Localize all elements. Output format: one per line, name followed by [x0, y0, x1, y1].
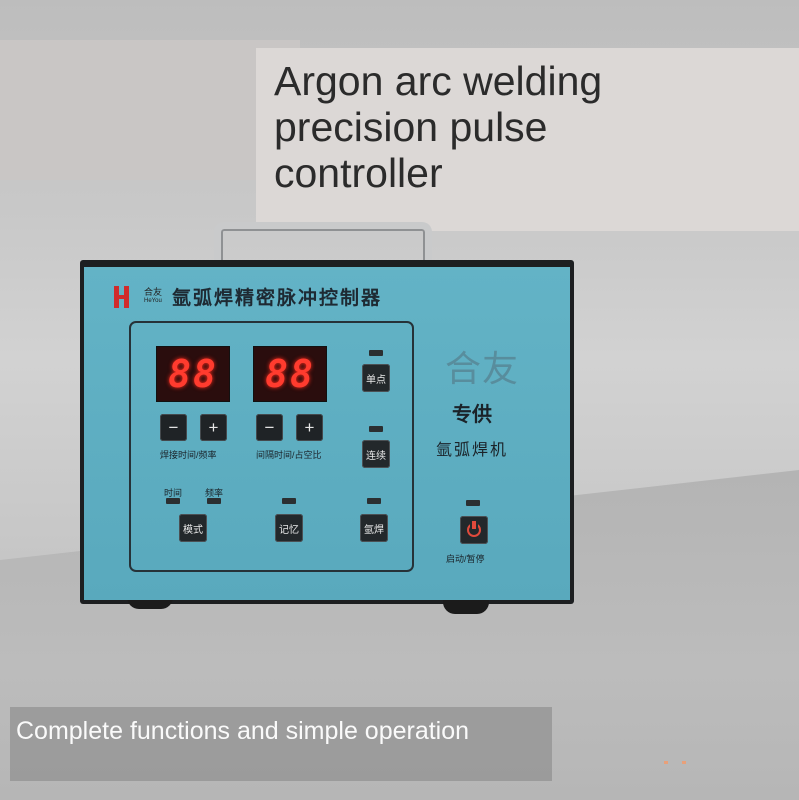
- memory-button[interactable]: 记忆: [275, 514, 303, 542]
- weld-time-label: 焊接时间/频率: [160, 450, 217, 460]
- device-brand: 合友 HeYou 氩弧焊精密脉冲控制器: [112, 283, 382, 310]
- background-light-patch: [0, 40, 300, 180]
- interval-time-plus-button[interactable]: +: [296, 414, 323, 441]
- machine-label: 氩弧焊机: [436, 442, 509, 459]
- brand-sub: HeYou: [144, 297, 162, 304]
- interval-time-label: 间隔时间/占空比: [256, 450, 322, 460]
- start-pause-button[interactable]: [460, 516, 488, 544]
- side-brand-watermark: 合友: [445, 348, 520, 389]
- headline-box: Argon arc welding precision pulse contro…: [256, 48, 799, 231]
- argon-weld-button[interactable]: 氩焊: [360, 514, 388, 542]
- device-handle: [214, 222, 432, 276]
- device-title: 氩弧焊精密脉冲控制器: [172, 288, 383, 309]
- power-icon: [467, 521, 481, 537]
- brand-logo-text: 合友 HeYou: [144, 286, 166, 306]
- mode-button[interactable]: 模式: [179, 514, 207, 542]
- start-pause-label: 启动/暂停: [446, 554, 485, 564]
- led-frequency: [207, 498, 221, 504]
- single-point-button[interactable]: 单点: [362, 364, 390, 392]
- display-right-digits: 88: [265, 352, 315, 396]
- supply-label: 专供: [452, 404, 492, 426]
- brand-name: 合友: [144, 286, 163, 297]
- led-continuous: [369, 426, 383, 432]
- led-single: [369, 350, 383, 356]
- led-memory: [282, 498, 296, 504]
- weld-time-minus-button[interactable]: −: [160, 414, 187, 441]
- decor-dot: [664, 761, 668, 764]
- control-panel-frame: [129, 321, 414, 572]
- caption-box: Complete functions and simple operation: [10, 707, 552, 781]
- frequency-label: 频率: [205, 488, 224, 498]
- decor-dot: [682, 761, 686, 764]
- headline: Argon arc welding precision pulse contro…: [274, 58, 603, 196]
- display-right: 88: [253, 346, 327, 402]
- led-power: [466, 500, 480, 506]
- time-label: 时间: [164, 488, 183, 498]
- interval-time-minus-button[interactable]: −: [256, 414, 283, 441]
- caption: Complete functions and simple operation: [16, 717, 470, 745]
- led-time: [166, 498, 180, 504]
- weld-time-plus-button[interactable]: +: [200, 414, 227, 441]
- display-left: 88: [156, 346, 230, 402]
- display-left-digits: 88: [168, 352, 218, 396]
- brand-logo-icon: [112, 284, 138, 310]
- led-argon: [367, 498, 381, 504]
- device-foot-right: [443, 600, 489, 614]
- continuous-button[interactable]: 连续: [362, 440, 390, 468]
